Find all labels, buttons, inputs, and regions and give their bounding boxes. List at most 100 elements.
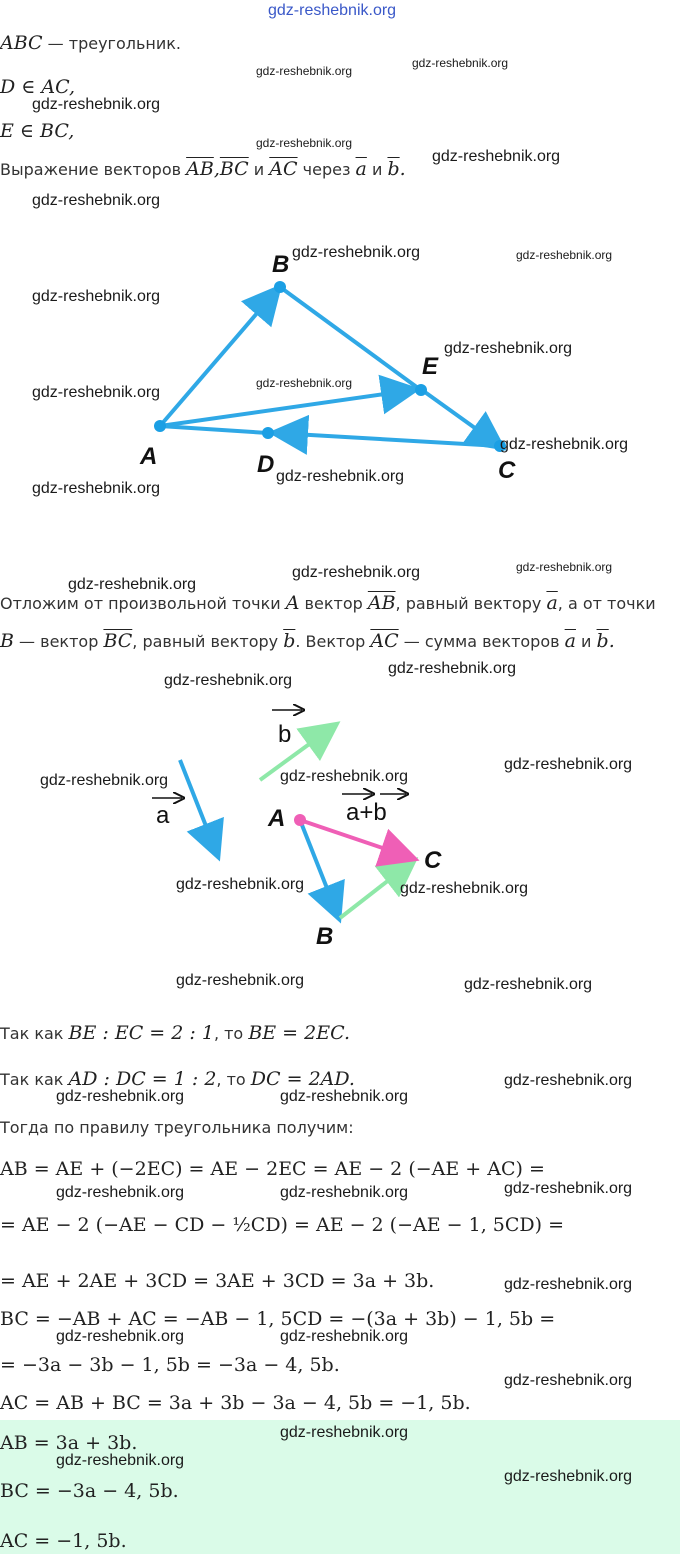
cond1-result: BE = 2EC. xyxy=(248,1022,351,1044)
watermark: gdz-reshebnik.org xyxy=(276,468,405,485)
vector-b-3: b xyxy=(596,630,609,652)
para2-text-7: . Вектор xyxy=(295,632,371,651)
intro-line-3: E ∈ BC, xyxy=(0,120,75,142)
vector-ac: AC xyxy=(269,158,298,180)
condition-2: Так как AD : DC = 1 : 2, то DC = 2AD. xyxy=(0,1068,355,1090)
para2-text-4: , а от точки xyxy=(557,594,656,613)
dot-2: . xyxy=(608,630,615,652)
vector-sum-figure: a b a+b A B C xyxy=(152,690,442,950)
label-free-a: a xyxy=(156,802,170,829)
arrow-ab xyxy=(158,283,283,428)
equation-6: AC = AB + BC = 3a + 3b − 3a − 4, 5b = −1… xyxy=(0,1392,471,1414)
cond2-then: , то xyxy=(216,1070,251,1089)
point-a-math: A xyxy=(285,592,300,614)
watermark: gdz-reshebnik.org xyxy=(504,1180,633,1197)
watermark: gdz-reshebnik.org xyxy=(280,1424,409,1441)
header-watermark-link[interactable]: gdz-reshebnik.org xyxy=(268,2,397,19)
watermark: gdz-reshebnik.org xyxy=(432,148,561,165)
point-b-math: B xyxy=(0,630,14,652)
vector-a-3: a xyxy=(564,630,576,652)
watermark: gdz-reshebnik.org xyxy=(280,1184,409,1201)
triangle-figure: A B C D E xyxy=(139,251,516,484)
arrow-bc-fig2 xyxy=(338,857,419,920)
para2-text-2: вектор xyxy=(299,594,368,613)
watermark: gdz-reshebnik.org xyxy=(464,976,593,993)
watermark: gdz-reshebnik.org xyxy=(32,480,161,497)
watermark: gdz-reshebnik.org xyxy=(256,64,353,78)
point-e xyxy=(415,384,427,396)
watermark: gdz-reshebnik.org xyxy=(32,192,161,209)
label-e: E xyxy=(422,353,439,380)
watermark: gdz-reshebnik.org xyxy=(504,1072,633,1089)
equation-2: = AE − 2 (−AE − CD − ½CD) = AE − 2 (−AE … xyxy=(0,1214,565,1236)
comma: , xyxy=(213,158,220,180)
cond1-ratio: BE : EC = 2 : 1 xyxy=(68,1022,214,1044)
answer-box xyxy=(0,1420,680,1554)
intro-line-4: Выражение векторов AB,BC и AC через a и … xyxy=(0,158,406,180)
condition-1: Так как BE : EC = 2 : 1, то BE = 2EC. xyxy=(0,1022,350,1044)
and-text-2: и xyxy=(366,160,388,179)
equation-5: = −3a − 3b − 1, 5b = −3a − 4, 5b. xyxy=(0,1354,340,1376)
watermark: gdz-reshebnik.org xyxy=(280,768,409,785)
watermark: gdz-reshebnik.org xyxy=(176,876,305,893)
watermark: gdz-reshebnik.org xyxy=(280,1328,409,1345)
vector-ab: AB xyxy=(186,158,214,180)
watermark: gdz-reshebnik.org xyxy=(256,376,353,390)
para2-text-5: — вектор xyxy=(13,632,104,651)
equation-3: = AE + 2AE + 3CD = 3AE + 3CD = 3a + 3b. xyxy=(0,1270,435,1292)
label-a-fig2: A xyxy=(267,805,285,832)
vector-a-2: a xyxy=(546,592,558,614)
label-c: C xyxy=(498,457,516,484)
watermark: gdz-reshebnik.org xyxy=(32,288,161,305)
vector-ab-2: AB xyxy=(367,592,396,614)
watermark: gdz-reshebnik.org xyxy=(504,1276,633,1293)
cond2-ratio: AD : DC = 1 : 2 xyxy=(68,1068,217,1090)
watermark: gdz-reshebnik.org xyxy=(400,880,529,897)
watermark: gdz-reshebnik.org xyxy=(176,972,305,989)
watermark: gdz-reshebnik.org xyxy=(444,340,573,357)
answer-1: AB = 3a + 3b. xyxy=(0,1432,138,1454)
para2-text-8: — сумма векторов xyxy=(398,632,565,651)
watermark: gdz-reshebnik.org xyxy=(500,436,629,453)
vector-ac-2: AC xyxy=(370,630,399,652)
label-b-fig2: B xyxy=(316,923,333,950)
cond1-text: Так как xyxy=(0,1024,69,1043)
watermark: gdz-reshebnik.org xyxy=(68,576,197,593)
watermark: gdz-reshebnik.org xyxy=(504,1372,633,1389)
watermark: gdz-reshebnik.org xyxy=(388,660,517,677)
watermark: gdz-reshebnik.org xyxy=(164,672,293,689)
arrow-ab-fig2 xyxy=(298,819,345,924)
answer-2: BC = −3a − 4, 5b. xyxy=(0,1480,179,1502)
arrow-cd xyxy=(268,414,501,455)
intro-task-text: Выражение векторов xyxy=(0,160,187,179)
label-b: B xyxy=(272,251,289,278)
watermark: gdz-reshebnik.org xyxy=(56,1088,185,1105)
free-vector-a xyxy=(178,759,224,862)
watermark: gdz-reshebnik.org xyxy=(292,564,421,581)
arrow-ac-fig2 xyxy=(299,818,420,867)
vector-bc: BC xyxy=(219,158,249,180)
watermark: gdz-reshebnik.org xyxy=(516,560,613,574)
label-free-b: b xyxy=(278,721,291,748)
point-c xyxy=(494,440,506,452)
vector-bc-2: BC xyxy=(103,630,133,652)
cond2-text: Так как xyxy=(0,1070,69,1089)
vector-a: a xyxy=(355,158,367,180)
label-a: A xyxy=(139,443,157,470)
segment-ad xyxy=(159,424,269,435)
intro-triangle-text: — треугольник. xyxy=(42,34,181,53)
watermark: gdz-reshebnik.org xyxy=(292,244,421,261)
watermark: gdz-reshebnik.org xyxy=(56,1452,185,1469)
dot: . xyxy=(399,158,406,180)
label-c-fig2: C xyxy=(424,847,442,874)
label-sum: a+b xyxy=(346,799,387,826)
point-b xyxy=(274,281,286,293)
watermark: gdz-reshebnik.org xyxy=(56,1184,185,1201)
watermark: gdz-reshebnik.org xyxy=(280,1088,409,1105)
watermark: gdz-reshebnik.org xyxy=(504,756,633,773)
point-a-fig2 xyxy=(294,814,306,826)
through-text: через xyxy=(297,160,356,179)
point-a xyxy=(154,420,166,432)
vector-b-2: b xyxy=(283,630,296,652)
para2-text-1: Отложим от произвольной точки xyxy=(0,594,286,613)
